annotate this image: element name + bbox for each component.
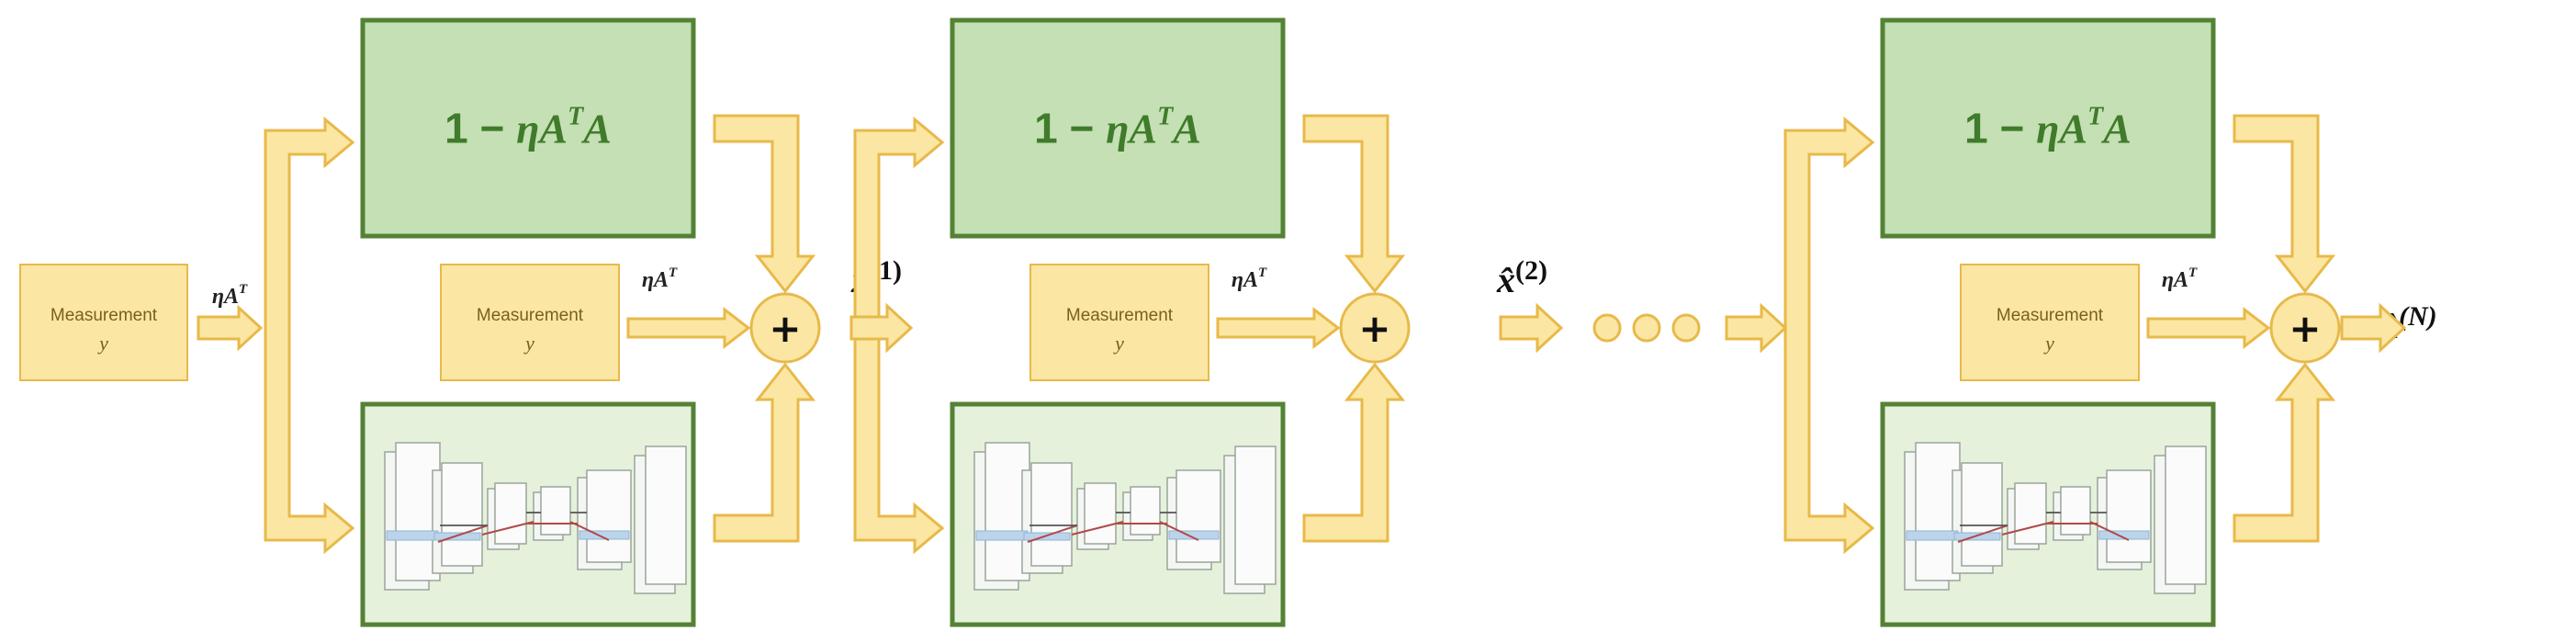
stage-1-split-arrow: [264, 116, 355, 555]
stage-2-split-arrow: [853, 116, 945, 555]
operator-label: 1 − ηATA: [444, 103, 612, 152]
stage-1-network-arrow: [713, 362, 816, 543]
stage-2-network-arrow: [1302, 362, 1406, 543]
stage-3-operator-box: 1 − ηATA: [1880, 17, 2216, 239]
measurement-label: Measurement: [477, 306, 584, 325]
plus-sign: +: [769, 306, 801, 351]
input-measurement-box: Measurement y: [19, 264, 188, 381]
ellipsis-arrow: [1725, 302, 1788, 354]
measurement-label: Measurement: [51, 306, 158, 325]
stage-3-operator-arrow: [2233, 114, 2336, 294]
measurement-variable: y: [1113, 332, 1124, 355]
measurement-label: Measurement: [1066, 306, 1174, 325]
measurement-variable: y: [97, 332, 108, 355]
stage-1-network-box: [360, 401, 696, 627]
stage-1-operator-arrow: [713, 114, 816, 294]
stage-3-measurement-arrow: [2146, 306, 2271, 350]
stage-1-step-label: ηAT: [642, 265, 678, 292]
stage-3-step-label: ηAT: [2162, 265, 2198, 292]
sum-node-circle: [2269, 292, 2341, 364]
stage-2-operator-arrow: [1302, 114, 1406, 294]
stage-1-measurement-arrow: [626, 306, 751, 350]
plus-sign: +: [2289, 306, 2321, 351]
estimate-1-arrow: [849, 302, 914, 354]
stage-3-measurement-box: Measurement y: [1960, 264, 2140, 381]
measurement-box-rect: [440, 264, 620, 381]
plus-sign: +: [1358, 306, 1390, 351]
operator-box-rect: [950, 17, 1286, 239]
stage-2-step-label: ηAT: [1232, 265, 1267, 292]
operator-box-rect: [360, 17, 696, 239]
measurement-label: Measurement: [1997, 306, 2104, 325]
stage-1-measurement-box: Measurement y: [440, 264, 620, 381]
output-arrow: [2340, 302, 2407, 354]
stage-3-network-arrow: [2233, 362, 2336, 543]
measurement-variable: y: [2043, 332, 2054, 355]
stage-3-network-box: [1880, 401, 2216, 627]
measurement-box-rect: [1960, 264, 2140, 381]
stage-2-measurement-arrow: [1216, 306, 1341, 350]
sum-node-circle: [1339, 292, 1411, 364]
ellipsis-dot-2: [1632, 313, 1661, 343]
stage-3-split-arrow: [1783, 116, 1875, 555]
ellipsis-dot-1: [1592, 313, 1622, 343]
stage-1-sum-node: +: [749, 292, 821, 364]
ellipsis-dot-3: [1671, 313, 1701, 343]
operator-label: 1 − ηATA: [1964, 103, 2132, 152]
stage-2-network-box: [950, 401, 1286, 627]
measurement-variable: y: [523, 332, 534, 355]
estimate-2-arrow: [1499, 302, 1564, 354]
input-arrow: [197, 304, 264, 352]
stage-3-sum-node: +: [2269, 292, 2341, 364]
stage-2-measurement-box: Measurement y: [1029, 264, 1209, 381]
stage-1-operator-box: 1 − ηATA: [360, 17, 696, 239]
operator-box-rect: [1880, 17, 2216, 239]
operator-label: 1 − ηATA: [1034, 103, 1201, 152]
measurement-box-rect: [1029, 264, 1209, 381]
input-step-label: ηAT: [212, 282, 248, 309]
sum-node-circle: [749, 292, 821, 364]
measurement-box-rect: [19, 264, 188, 381]
stage-2-sum-node: +: [1339, 292, 1411, 364]
stage-2-operator-box: 1 − ηATA: [950, 17, 1286, 239]
stage-2-output-label: x̂(2): [1496, 255, 1547, 300]
